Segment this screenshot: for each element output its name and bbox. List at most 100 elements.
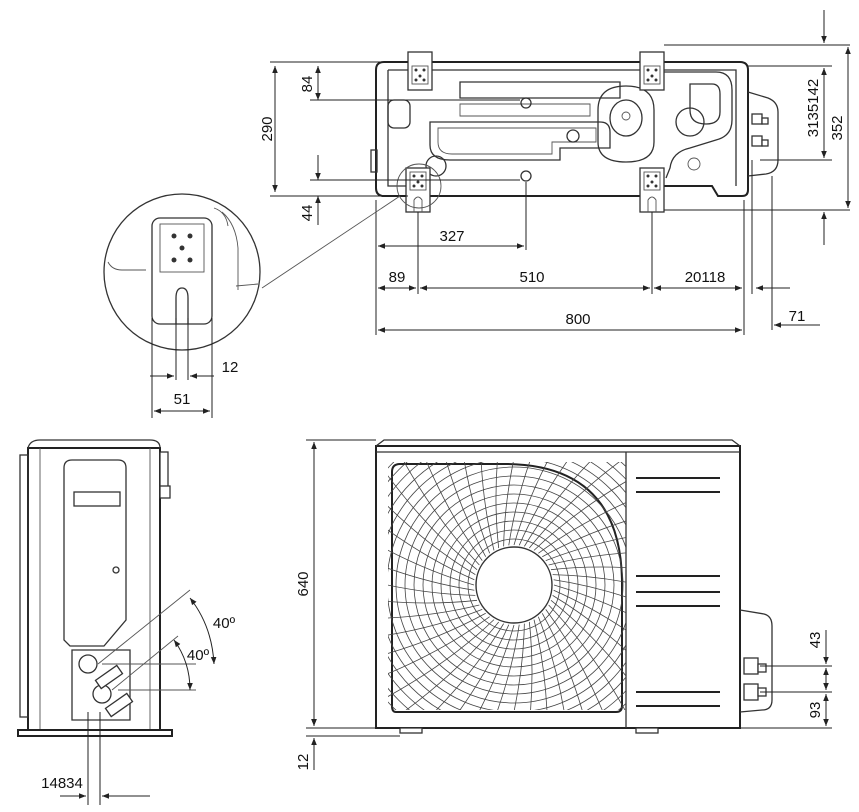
dim-510: 510 <box>519 269 544 286</box>
dim-327: 327 <box>439 228 464 245</box>
fan-grille-spoke <box>480 462 495 551</box>
fan-grille-spoke <box>518 462 568 546</box>
fan-grille-spoke <box>542 520 626 558</box>
fan-grille-ring <box>404 475 624 695</box>
mounting-foot-top-right <box>639 51 665 91</box>
fan-grille-ring <box>440 511 588 659</box>
side-view: 40º 40º 14834 <box>17 439 236 805</box>
fan-grille-ring <box>467 538 561 632</box>
fan-grille-spoke <box>435 623 504 710</box>
fan-grille-ring <box>449 520 579 650</box>
detail-circle <box>103 193 261 351</box>
service-valves-front <box>743 657 767 701</box>
fan-grille-spoke <box>497 624 520 710</box>
dim-800: 800 <box>565 311 590 328</box>
fan-grille-spoke <box>388 475 478 571</box>
fan-grille-spoke <box>533 481 626 551</box>
front-housing <box>375 445 741 729</box>
fan-grille-spoke <box>508 462 531 546</box>
fan-grille-spoke <box>545 609 603 710</box>
valve-housing-outline <box>747 91 779 177</box>
fan-grille-spoke <box>524 462 591 547</box>
mounting-foot-bottom-left <box>405 167 431 213</box>
fan-grille-spoke <box>388 599 478 604</box>
fan-grille-spoke <box>533 619 548 710</box>
fan-grille-spoke <box>538 502 626 554</box>
dim-14834: 14834 <box>41 775 83 792</box>
detail-view: 12 51 <box>103 193 401 418</box>
front-view: 640 12 43 93 <box>295 439 832 771</box>
angle-40-outer: 40º <box>213 615 236 632</box>
fan-grille-spoke <box>528 621 533 710</box>
fan-grille-spoke <box>388 529 475 581</box>
fan-grille-spoke <box>388 505 476 575</box>
fan-grille-spoke <box>388 604 480 619</box>
dim-290: 290 <box>259 116 276 141</box>
fan-grille-spoke <box>503 462 514 547</box>
dim-352: 352 <box>829 115 846 140</box>
fan-grille-ring <box>422 493 606 677</box>
fan-grille-spoke <box>459 624 510 710</box>
dim-84: 84 <box>299 76 316 93</box>
fan-grille <box>388 462 626 713</box>
fan-grille-spoke <box>388 584 476 596</box>
fan-grille-spoke <box>479 624 515 710</box>
fan-grille-ring <box>458 529 570 641</box>
fan-grille-spoke <box>553 589 626 631</box>
fan-grille-spoke <box>403 462 480 566</box>
dim-12-detail: 12 <box>222 359 239 376</box>
fan-grille-spoke <box>552 595 626 651</box>
fan-grille-spoke <box>553 584 626 614</box>
dim-20118: 20118 <box>685 269 726 286</box>
fan-grille-spoke <box>545 537 626 562</box>
fan-grille-spoke <box>388 612 486 654</box>
dim-89: 89 <box>389 269 406 286</box>
fan-grille-spoke <box>513 623 525 710</box>
angle-40-inner: 40º <box>187 647 210 664</box>
fan-grille-ring <box>431 502 597 668</box>
drain-opening <box>597 85 655 163</box>
dim-3135142: 3135142 <box>805 79 822 137</box>
dim-44: 44 <box>299 205 316 222</box>
fan-grille-spoke <box>495 462 500 549</box>
fan-grille-spoke <box>548 604 626 710</box>
mounting-foot-bottom-right <box>639 167 665 213</box>
fan-grille-spoke <box>405 621 500 710</box>
fan-grille-spoke <box>446 462 487 557</box>
fan-grille-ring <box>413 484 615 686</box>
top-view: 290 84 44 327 89 510 20118 800 71 313514… <box>259 10 851 335</box>
detail-foot <box>151 217 213 325</box>
fan-grille-spoke <box>553 579 626 598</box>
fan-grille-spoke <box>388 608 483 636</box>
fan-grille-spoke <box>537 616 565 710</box>
dim-51: 51 <box>174 391 191 408</box>
fan-grille-spoke <box>548 552 626 566</box>
side-housing <box>27 447 161 731</box>
fan-grille-spoke <box>388 616 490 675</box>
mounting-foot-top-left <box>407 51 433 91</box>
fan-grille-spoke <box>552 574 626 583</box>
fan-grille-spoke <box>550 599 626 677</box>
dim-93: 93 <box>807 702 824 719</box>
side-valve-assembly <box>71 649 134 721</box>
fan-grille-spoke <box>513 462 548 546</box>
fan-grille-spoke <box>426 462 483 561</box>
fan-grille-ring <box>395 466 626 704</box>
dim-43: 43 <box>807 632 824 649</box>
dim-640: 640 <box>295 571 312 596</box>
fan-grille-spoke <box>550 566 626 571</box>
base-pan-outline <box>375 61 749 197</box>
fan-grille-spoke <box>388 619 495 697</box>
fan-grille-spoke <box>464 462 491 554</box>
dim-12-front: 12 <box>295 754 312 771</box>
service-valves-top <box>751 113 769 147</box>
side-panel-grille <box>636 477 720 707</box>
fan-grille-spoke <box>388 567 475 591</box>
fan-grille-spoke <box>388 549 475 586</box>
dim-71: 71 <box>789 308 806 325</box>
fan-grille-spoke <box>541 613 583 710</box>
fan-grille-spoke <box>528 462 620 549</box>
detail-callout-circle <box>396 163 442 209</box>
